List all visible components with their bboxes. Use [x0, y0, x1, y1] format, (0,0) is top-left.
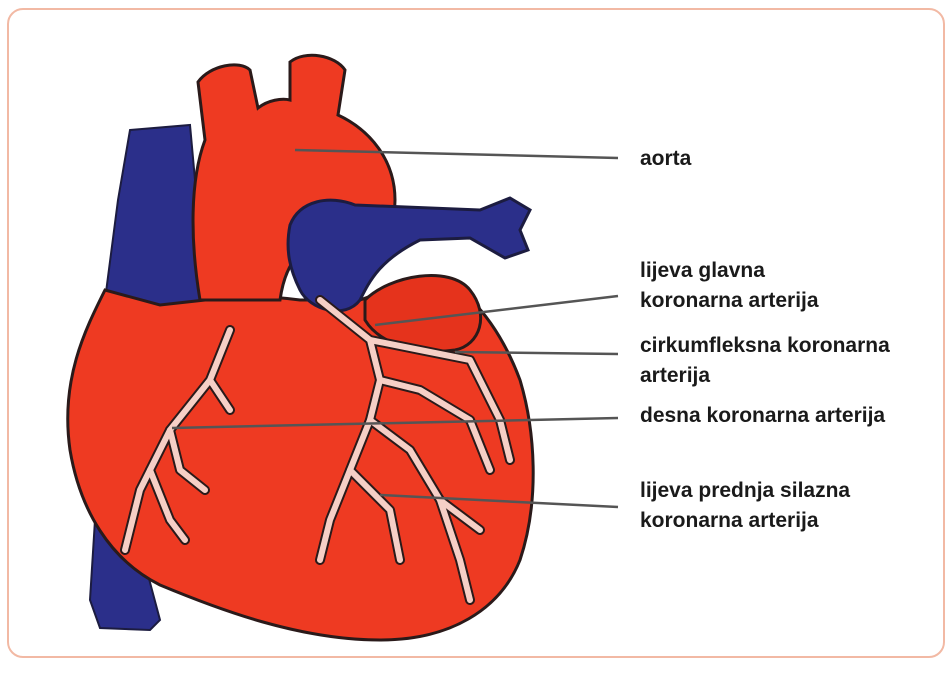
label-right-coronary-line-1: desna koronarna arterija: [640, 401, 885, 431]
label-left-main-line-2: koronarna arterija: [640, 286, 819, 316]
label-aorta: aorta: [640, 144, 691, 174]
label-left-anterior-descending-artery: lijeva prednja silazna koronarna arterij…: [640, 476, 850, 536]
label-lad-line-2: koronarna arterija: [640, 506, 850, 536]
label-circumflex-line-2: arterija: [640, 361, 890, 391]
label-circumflex-coronary-artery: cirkumfleksna koronarna arterija: [640, 331, 890, 391]
superior-vena-cava: [105, 125, 205, 305]
label-right-coronary-artery: desna koronarna arterija: [640, 401, 885, 431]
label-left-main-line-1: lijeva glavna: [640, 256, 819, 286]
label-left-main-coronary-artery: lijeva glavna koronarna arterija: [640, 256, 819, 316]
label-lad-line-1: lijeva prednja silazna: [640, 476, 850, 506]
label-aorta-line-1: aorta: [640, 144, 691, 174]
label-circumflex-line-1: cirkumfleksna koronarna: [640, 331, 890, 361]
